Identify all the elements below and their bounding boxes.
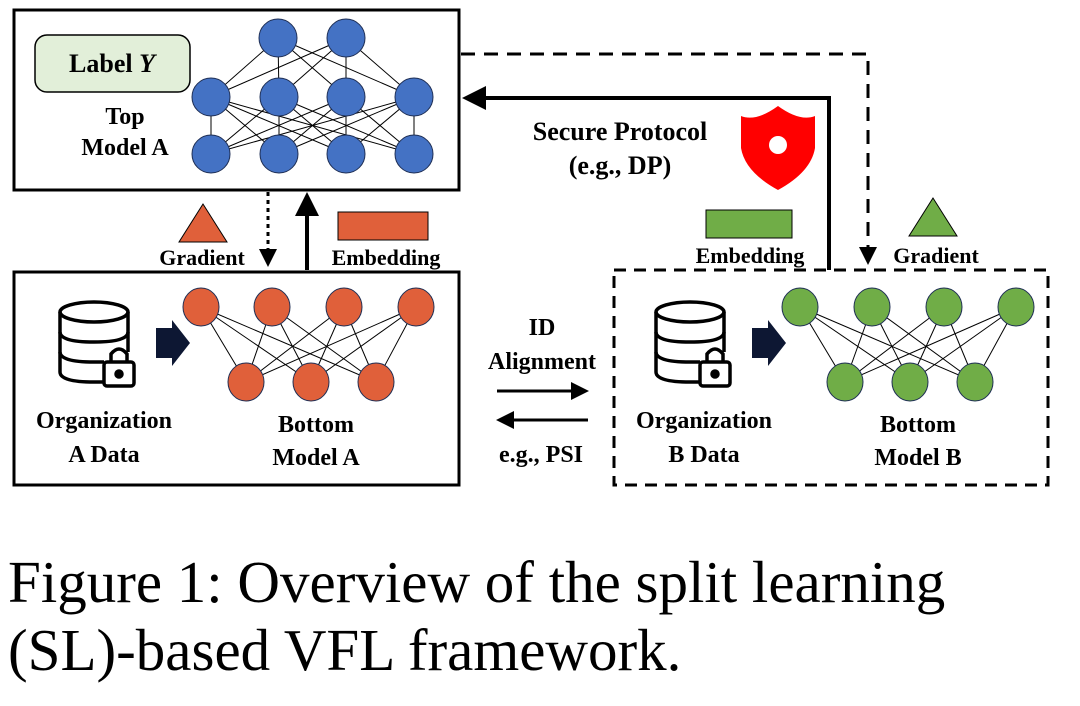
- secure-protocol-line1: Secure Protocol: [533, 117, 707, 146]
- embedding-label-b: Embedding: [696, 243, 805, 268]
- top-model-label-line2: Model A: [81, 135, 169, 161]
- caption-line1: Figure 1: Overview of the split learning: [8, 549, 946, 615]
- party-b-box: [612, 268, 1050, 487]
- right-arrow-icon: [752, 320, 786, 366]
- top-network-node: [326, 134, 366, 174]
- top-network-node: [259, 77, 299, 117]
- party-a-network-nodes: [182, 287, 435, 402]
- party-b-network-edge: [844, 306, 945, 383]
- party-a-network-edge: [271, 306, 377, 383]
- org-a-line1: Organization: [36, 408, 172, 434]
- top-network-node: [394, 134, 434, 174]
- caption-line2: (SL)-based VFL framework.: [8, 617, 682, 683]
- label-y-text: Label Y: [69, 49, 157, 78]
- gradient-label-a: Gradient: [159, 245, 245, 270]
- org-b-line1: Organization: [636, 408, 772, 434]
- embedding-rect-b: [705, 209, 793, 239]
- party-b-network-edge: [799, 306, 976, 383]
- party-a-box: [12, 270, 461, 487]
- embedding-rect-a: [337, 211, 429, 241]
- party-a-network-node: [182, 287, 220, 327]
- party-b-network-node: [781, 287, 819, 327]
- right-arrow-icon: [156, 320, 190, 366]
- party-b-network-node: [853, 287, 891, 327]
- party-b-network-edge: [844, 306, 1017, 383]
- embedding-label-a: Embedding: [332, 245, 441, 270]
- party-b-network-node: [997, 287, 1035, 327]
- party-a-network-node: [325, 287, 363, 327]
- id-alignment-note: e.g., PSI: [499, 442, 583, 468]
- top-network-edge: [210, 96, 347, 155]
- bottom-model-a-line2: Model A: [272, 445, 360, 471]
- shield-icon: [741, 106, 815, 190]
- gradient-label-b: Gradient: [893, 243, 979, 268]
- party-a-network-node: [292, 362, 330, 402]
- top-network-node: [258, 18, 298, 58]
- label-box: [34, 34, 191, 93]
- top-network-edges: [210, 37, 415, 155]
- gradient-triangle-b: [908, 197, 958, 237]
- top-network-node: [191, 77, 231, 117]
- party-b-network-nodes: [781, 287, 1035, 402]
- top-network-node: [326, 77, 366, 117]
- party-a-network-node: [357, 362, 395, 402]
- party-a-network-node: [397, 287, 435, 327]
- top-network-nodes: [191, 18, 434, 174]
- party-b-network-edge: [909, 306, 1017, 383]
- secure-protocol-line2: (e.g., DP): [569, 151, 672, 180]
- embedding-arrow-b: [462, 86, 831, 270]
- database-lock-icon: [654, 300, 732, 388]
- org-b-line2: B Data: [668, 442, 739, 468]
- party-a-network-edge: [310, 306, 417, 383]
- party-b-network-node: [956, 362, 994, 402]
- party-b-network-node: [826, 362, 864, 402]
- top-network-node: [326, 18, 366, 58]
- split-learning-diagram: Label Y Top Model A Secure Protocol (e.g…: [12, 8, 1050, 487]
- party-a-network-edge: [245, 306, 417, 383]
- top-network-node: [259, 134, 299, 174]
- top-network-edge: [210, 96, 415, 155]
- party-a-network-edge: [200, 306, 377, 383]
- party-a-network-node: [227, 362, 265, 402]
- top-network-node: [191, 134, 231, 174]
- party-b-network-node: [891, 362, 929, 402]
- org-a-line2: A Data: [68, 442, 139, 468]
- figure-caption: Figure 1: Overview of the split learning…: [8, 548, 1072, 684]
- top-network-edge: [210, 37, 347, 98]
- database-lock-icon: [58, 300, 136, 388]
- party-b-network-edge: [799, 306, 911, 383]
- bottom-model-a-line1: Bottom: [278, 412, 354, 438]
- top-model-label-line1: Top: [105, 104, 144, 130]
- party-b-network-edge: [871, 306, 976, 383]
- party-a-network-node: [253, 287, 291, 327]
- id-alignment-line1: ID: [529, 315, 556, 341]
- party-a-network-edge: [200, 306, 312, 383]
- top-network-node: [394, 77, 434, 117]
- top-model-box: [12, 8, 461, 192]
- gradient-triangle-a: [178, 203, 228, 243]
- top-network-edge: [278, 96, 415, 155]
- party-b-network-node: [925, 287, 963, 327]
- bottom-model-b-line1: Bottom: [880, 412, 956, 438]
- id-alignment-line2: Alignment: [488, 349, 596, 375]
- party-a-network-edge: [245, 306, 345, 383]
- bottom-model-b-line2: Model B: [874, 445, 961, 471]
